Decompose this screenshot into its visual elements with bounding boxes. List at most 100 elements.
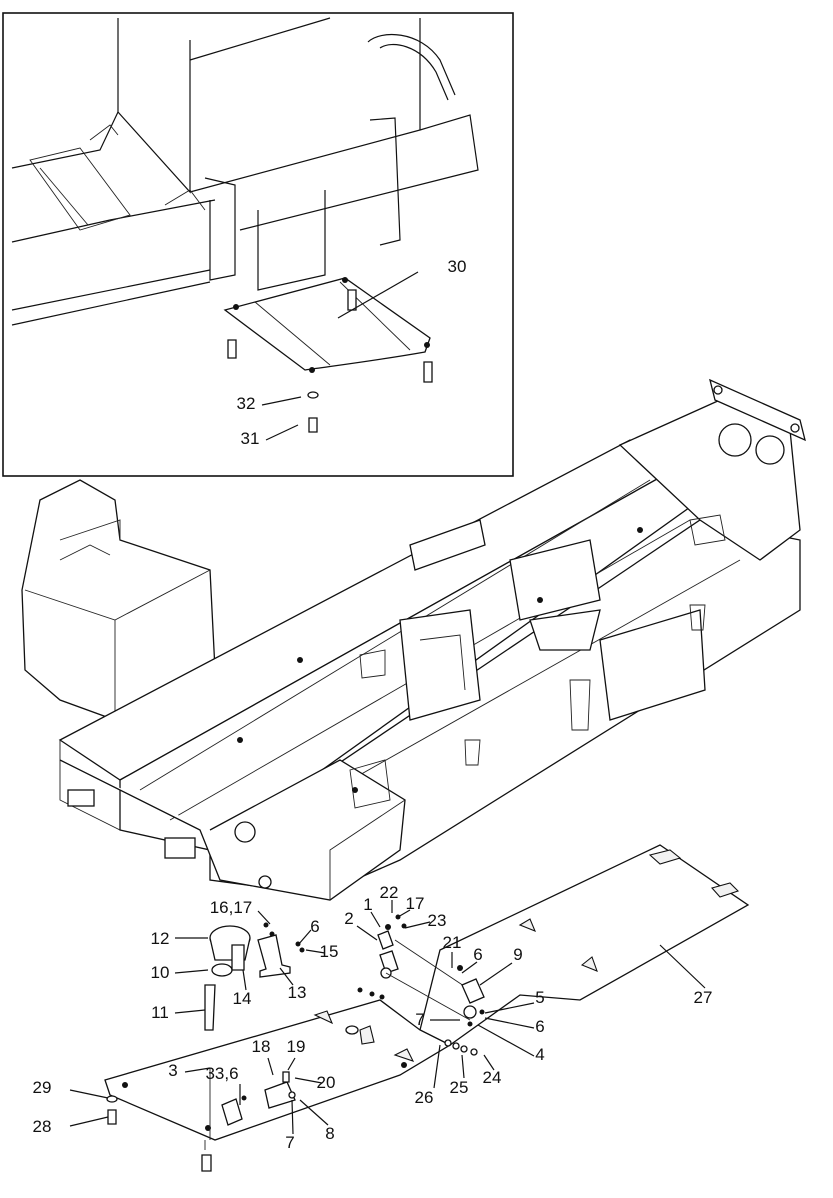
callout-label: 15 <box>320 942 339 961</box>
callout-c23: 23 <box>404 911 447 930</box>
callout-c6b: 6 <box>461 945 483 974</box>
callout-label: 26 <box>415 1088 434 1107</box>
leader-line <box>291 1099 294 1135</box>
callout-c19: 19 <box>287 1037 306 1071</box>
callout-c33: 33,6 <box>205 1064 241 1105</box>
leader-line <box>477 1024 535 1057</box>
callout-c11: 11 <box>151 1003 206 1022</box>
callout-c7a: 7 <box>415 1010 460 1029</box>
leader-line <box>305 949 326 954</box>
leader-line <box>397 909 411 918</box>
callout-c6c: 6 <box>484 1017 545 1036</box>
callout-label: 6 <box>473 945 482 964</box>
callout-c28: 28 <box>33 1116 109 1136</box>
callout-label: 31 <box>241 429 260 448</box>
callout-label: 19 <box>287 1037 306 1056</box>
lower-assembly <box>104 844 750 1172</box>
callout-label: 25 <box>450 1078 469 1097</box>
leader-line <box>659 944 706 989</box>
callout-c18: 18 <box>252 1037 274 1076</box>
leader-line <box>174 969 209 974</box>
callout-label: 28 <box>33 1117 52 1136</box>
callout-c1: 1 <box>363 895 381 928</box>
callout-label: 13 <box>288 983 307 1002</box>
callout-label: 1 <box>363 895 372 914</box>
callout-label: 6 <box>535 1017 544 1036</box>
callout-label: 3 <box>168 1061 177 1080</box>
callout-label: 24 <box>483 1068 502 1087</box>
leader-line <box>261 396 302 406</box>
leader-line <box>184 1067 211 1073</box>
callout-label: 7 <box>285 1133 294 1152</box>
callout-label: 29 <box>33 1078 52 1097</box>
callout-c31: 31 <box>241 424 299 448</box>
callout-label: 23 <box>428 911 447 930</box>
callout-c6a: 6 <box>297 917 320 946</box>
callout-c5: 5 <box>484 988 545 1014</box>
callout-c32: 32 <box>237 394 302 413</box>
leader-line <box>483 1054 495 1071</box>
callout-c20: 20 <box>294 1073 336 1092</box>
callout-label: 12 <box>151 929 170 948</box>
leader-line <box>404 921 431 929</box>
callout-c14: 14 <box>233 969 252 1008</box>
callout-label: 16,17 <box>210 898 253 917</box>
callout-c3: 3 <box>168 1061 211 1080</box>
leader-line <box>461 961 478 974</box>
callout-label: 20 <box>317 1073 336 1092</box>
leader-line <box>265 424 299 441</box>
leader-line <box>461 1054 465 1079</box>
leader-line <box>299 1099 329 1126</box>
callout-c17: 17 <box>397 894 425 918</box>
callout-label: 8 <box>325 1124 334 1143</box>
callout-label: 22 <box>380 883 399 902</box>
callout-label: 9 <box>513 945 522 964</box>
leader-line <box>484 1017 535 1029</box>
callout-c24: 24 <box>483 1054 502 1087</box>
leader-line <box>297 929 312 946</box>
callout-label: 2 <box>344 909 353 928</box>
callout-label: 10 <box>151 963 170 982</box>
callout-c8: 8 <box>299 1099 335 1143</box>
callout-label: 6 <box>310 917 319 936</box>
callout-label: 32 <box>237 394 256 413</box>
callout-label: 7 <box>415 1010 424 1029</box>
leader-line <box>174 1009 206 1014</box>
callout-label: 27 <box>694 988 713 1007</box>
callout-c12: 12 <box>151 929 208 948</box>
callout-label: 17 <box>406 894 425 913</box>
callout-label: 18 <box>252 1037 271 1056</box>
leader-line <box>69 1116 109 1127</box>
leader-line <box>294 1077 323 1084</box>
leader-line <box>356 925 378 941</box>
callout-c21: 21 <box>443 933 462 968</box>
callout-c16: 16,17 <box>210 898 271 925</box>
callout-c22: 22 <box>380 883 399 913</box>
callout-c15: 15 <box>305 942 339 961</box>
inset-detail <box>2 12 514 477</box>
callout-label: 11 <box>151 1003 169 1022</box>
leader-line <box>479 962 513 986</box>
leader-line <box>370 911 381 928</box>
callout-label: 30 <box>448 257 467 276</box>
callout-c29: 29 <box>33 1078 109 1099</box>
callout-label: 21 <box>443 933 462 952</box>
callout-c4: 4 <box>477 1024 545 1064</box>
leader-line <box>337 271 419 319</box>
leader-line <box>257 910 271 925</box>
leader-line <box>484 1002 535 1014</box>
leader-line <box>242 969 247 991</box>
callout-c13: 13 <box>279 967 307 1002</box>
callout-label: 14 <box>233 989 252 1008</box>
callout-label: 33,6 <box>205 1064 238 1083</box>
callout-c27: 27 <box>659 944 713 1007</box>
callout-label: 5 <box>535 988 544 1007</box>
leader-line <box>433 1044 441 1089</box>
callout-c7b: 7 <box>285 1099 295 1152</box>
callout-c25: 25 <box>450 1054 469 1097</box>
leader-line <box>287 1057 296 1071</box>
main-frame <box>21 378 806 901</box>
callout-c10: 10 <box>151 963 209 982</box>
